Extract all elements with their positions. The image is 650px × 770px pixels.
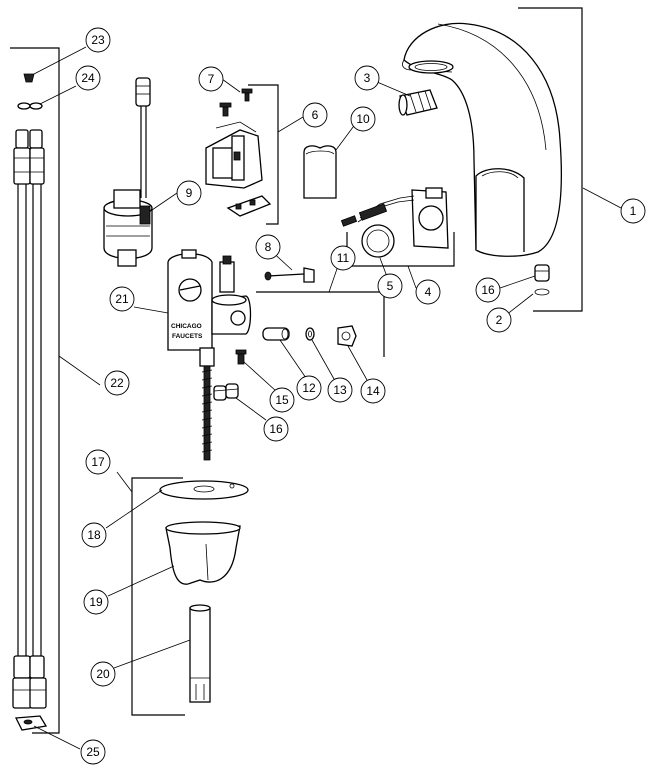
callout-3: 3 — [354, 65, 380, 91]
svg-text:25: 25 — [86, 745, 100, 759]
washer — [305, 327, 315, 341]
group-bracket-valve-parts — [256, 291, 385, 357]
callout-18: 18 — [81, 522, 107, 548]
group-bracket-spout — [518, 7, 583, 312]
svg-text:14: 14 — [366, 384, 380, 398]
check-valve-cartridge — [262, 327, 290, 341]
svg-text:4: 4 — [425, 285, 432, 299]
callout-16-left: 16 — [263, 416, 289, 442]
supply-hoses — [12, 129, 47, 709]
svg-text:17: 17 — [91, 455, 105, 469]
solenoid-valve — [103, 77, 153, 267]
group-bracket-mounting-kit — [131, 477, 185, 716]
callout-20: 20 — [90, 661, 116, 687]
svg-text:8: 8 — [265, 240, 272, 254]
svg-text:7: 7 — [208, 72, 215, 86]
group-bracket-supply-hoses — [10, 47, 60, 734]
svg-text:18: 18 — [87, 528, 101, 542]
sensor-lens — [361, 224, 395, 258]
brand-line-2: FAUCETS — [172, 333, 203, 340]
fitting-nut — [337, 325, 357, 347]
callout-19: 19 — [83, 589, 109, 615]
svg-text:22: 22 — [110, 376, 124, 390]
callout-11: 11 — [330, 245, 356, 271]
svg-text:12: 12 — [302, 381, 316, 395]
callout-10: 10 — [350, 106, 376, 132]
callout-9: 9 — [176, 180, 202, 206]
svg-text:13: 13 — [333, 383, 347, 397]
mounting-bracket — [165, 521, 241, 585]
callout-8: 8 — [255, 234, 281, 260]
clip-screws — [219, 88, 253, 117]
callout-5: 5 — [377, 273, 403, 299]
svg-text:1: 1 — [630, 204, 637, 218]
callout-1: 1 — [620, 198, 646, 224]
svg-text:23: 23 — [91, 33, 105, 47]
aerator — [398, 89, 438, 116]
set-screw — [235, 349, 247, 365]
svg-text:24: 24 — [81, 71, 95, 85]
valve-body: CHICAGO FAUCETS — [167, 249, 252, 461]
hose-clip — [14, 715, 48, 731]
cartridge-filter-right — [534, 264, 550, 296]
svg-text:16: 16 — [269, 422, 283, 436]
brand-line-1: CHICAGO — [171, 323, 202, 330]
callout-17: 17 — [85, 449, 111, 475]
spout-body — [402, 22, 562, 257]
adjusting-screw — [264, 267, 315, 283]
cover-block — [303, 145, 337, 199]
svg-text:16: 16 — [481, 283, 495, 297]
svg-text:21: 21 — [115, 292, 129, 306]
washer-small — [17, 73, 43, 110]
svg-text:20: 20 — [96, 667, 110, 681]
callout-14: 14 — [360, 378, 386, 404]
mounting-clip — [205, 121, 272, 217]
cartridge-filter-left — [213, 383, 239, 401]
callout-21: 21 — [109, 286, 135, 312]
sensor-module — [340, 187, 449, 249]
callout-22: 22 — [104, 370, 130, 396]
callout-2: 2 — [486, 307, 512, 333]
group-bracket-clip — [248, 84, 279, 225]
svg-text:9: 9 — [186, 186, 193, 200]
callout-15: 15 — [269, 387, 295, 413]
svg-text:11: 11 — [337, 251, 350, 265]
svg-text:10: 10 — [356, 112, 370, 126]
callout-24: 24 — [75, 65, 101, 91]
callout-23: 23 — [85, 27, 111, 53]
callout-4: 4 — [415, 279, 441, 305]
callout-12: 12 — [296, 375, 322, 401]
svg-text:3: 3 — [364, 71, 371, 85]
svg-text:6: 6 — [312, 108, 319, 122]
svg-text:2: 2 — [496, 313, 503, 327]
callout-16-right: 16 — [475, 277, 501, 303]
callout-13: 13 — [327, 377, 353, 403]
callout-25: 25 — [80, 739, 106, 765]
mounting-gasket — [159, 480, 249, 500]
callout-7: 7 — [198, 66, 224, 92]
svg-text:19: 19 — [89, 595, 103, 609]
callout-6: 6 — [302, 102, 328, 128]
svg-text:15: 15 — [275, 393, 289, 407]
svg-text:5: 5 — [387, 279, 394, 293]
mounting-tube — [189, 604, 211, 703]
